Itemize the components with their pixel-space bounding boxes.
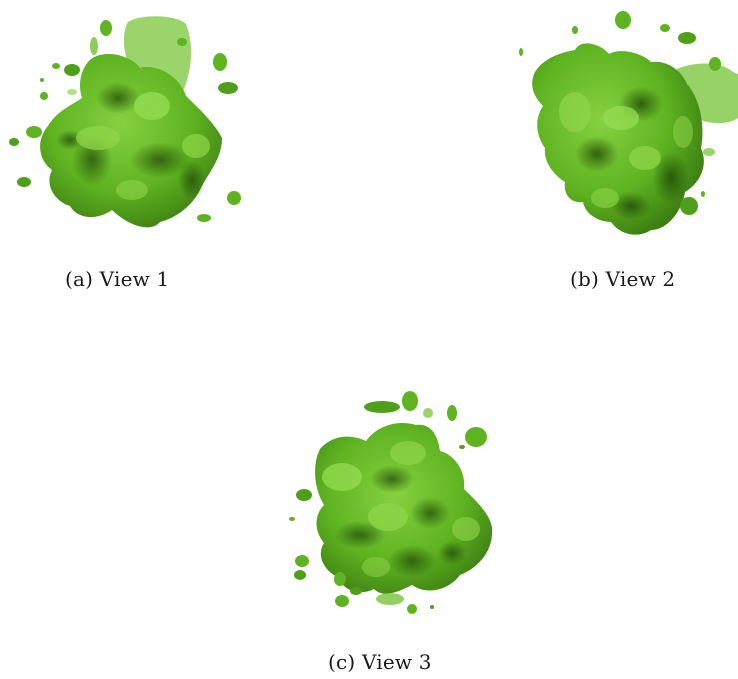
caption-view-2: (b) View 2 — [570, 267, 676, 291]
caption-view-1: (a) View 1 — [65, 267, 170, 291]
isosurface-view-1 — [9, 16, 241, 228]
caption-view-3: (c) View 3 — [328, 650, 432, 674]
view-3-render — [280, 385, 495, 620]
view-1-render — [0, 10, 250, 240]
isosurface-view-3 — [289, 391, 493, 614]
view-2-render — [505, 8, 738, 240]
isosurface-view-2 — [519, 11, 738, 235]
